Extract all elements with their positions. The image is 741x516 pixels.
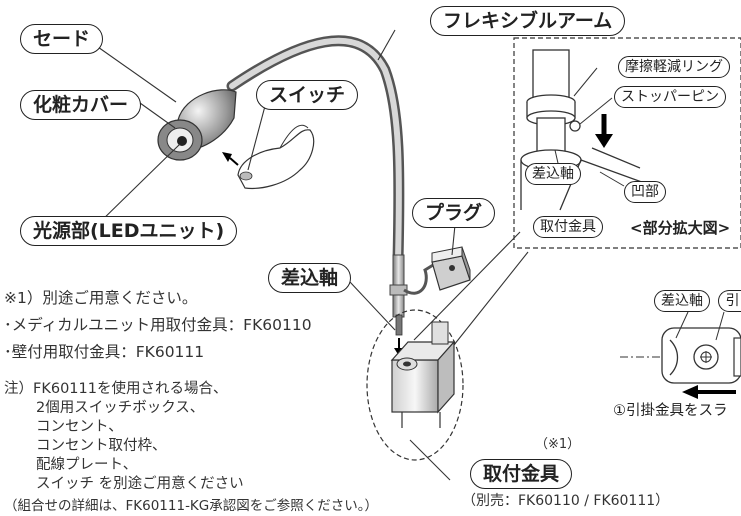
note-line-4: 注）FK60111を使用される場合、 — [4, 381, 228, 397]
label-insert-shaft: 差込軸 — [268, 263, 352, 293]
detail-mount-bracket: 取付金具 — [533, 216, 603, 238]
label-light-source: 光源部(LEDユニット) — [20, 216, 238, 246]
note-line-6: コンセント、 — [36, 419, 123, 435]
detail-recess: 凹部 — [624, 181, 666, 203]
label-switch: スイッチ — [256, 80, 359, 110]
label-cover: 化粧カバー — [20, 90, 142, 120]
side-cut-label: 引 — [718, 290, 741, 312]
side-step: ①引掛金具をスラ — [613, 403, 728, 419]
label-plug: プラグ — [412, 198, 496, 228]
note-line-8: 配線プレート、 — [36, 457, 138, 473]
detail-stopper-pin: ストッパーピン — [614, 86, 726, 108]
label-flexible-arm: フレキシブルアーム — [430, 6, 626, 36]
note-line-2: ･メディカルユニット用取付金具：FK60110 — [4, 316, 312, 334]
detail-title: <部分拡大図> — [630, 219, 731, 237]
label-shade: セード — [20, 24, 104, 54]
note-line-5: 2個用スイッチボックス、 — [36, 400, 205, 416]
hand — [237, 129, 315, 190]
stopper-pin — [569, 120, 581, 132]
light-source — [177, 136, 187, 146]
note-line-9: スイッチ を別途ご用意ください — [36, 476, 244, 492]
side-insert-shaft: 差込軸 — [654, 290, 710, 312]
note-line-3: ･壁付用取付金具：FK60111 — [4, 343, 205, 361]
label-mount-bracket: 取付金具 — [470, 459, 573, 489]
note-line-1: ※1）別途ご用意ください。 — [4, 289, 198, 307]
detail-frame — [513, 37, 741, 249]
bracket-note-mark: （※1） — [535, 437, 581, 452]
detail-insert-shaft: 差込軸 — [525, 163, 581, 185]
note-line-10: （組合せの詳細は、FK60111-KG承認図をご参照ください。） — [4, 498, 378, 514]
flexible-arm — [226, 35, 405, 266]
bracket-note-separate: （別売：FK60110 / FK60111） — [462, 493, 670, 509]
note-line-7: コンセント取付枠、 — [36, 438, 167, 454]
bracket-highlight — [366, 309, 464, 461]
detail-friction-ring: 摩擦軽減リング — [618, 56, 730, 78]
